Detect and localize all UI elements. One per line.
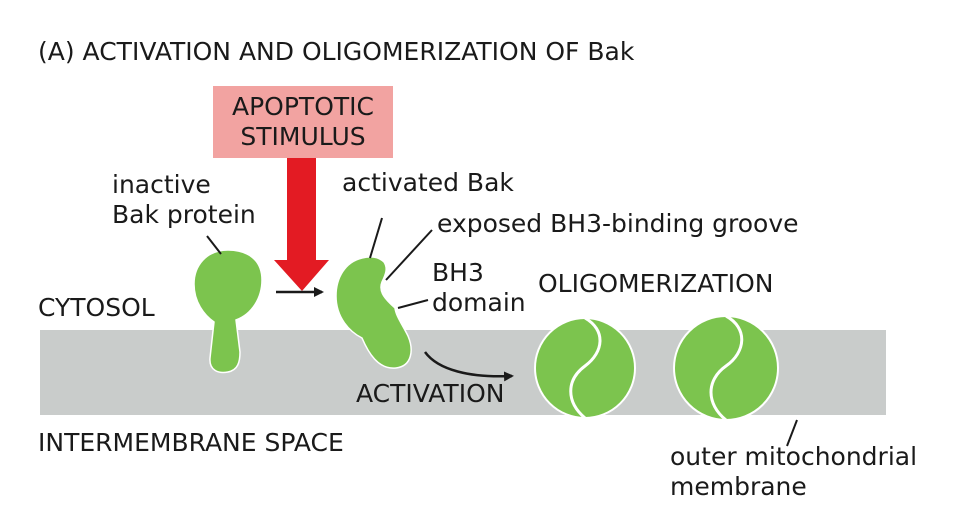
activated-bak-leader xyxy=(369,217,383,259)
groove-leader xyxy=(385,229,433,281)
label-bh3: BH3 xyxy=(432,258,484,287)
label-inactive: inactive xyxy=(112,170,211,199)
label-outer-mitochondrial: outer mitochondrial xyxy=(670,442,917,471)
label-activated-bak: activated Bak xyxy=(342,168,514,197)
label-exposed-groove: exposed BH3-binding groove xyxy=(437,209,799,238)
label-oligomerization: OLIGOMERIZATION xyxy=(538,269,773,298)
bak-oligomer-2 xyxy=(673,314,779,422)
apoptotic-stimulus-box xyxy=(213,86,393,158)
bh3-domain-leader xyxy=(397,299,429,309)
bak-oligomer-1 xyxy=(534,316,636,420)
figure-title: (A) ACTIVATION AND OLIGOMERIZATION OF Ba… xyxy=(38,37,635,66)
inactive-bak-leader xyxy=(206,235,222,255)
activated-bak-protein xyxy=(335,256,412,369)
stimulus-label-line2: STIMULUS xyxy=(240,122,365,151)
outer-membrane-leader xyxy=(786,419,798,447)
label-membrane: membrane xyxy=(670,472,807,501)
oligomerization-curved-arrow xyxy=(423,351,514,382)
inactive-bak-protein xyxy=(193,249,263,374)
label-domain: domain xyxy=(432,288,526,317)
label-cytosol: CYTOSOL xyxy=(38,293,155,322)
stimulus-label-line1: APOPTOTIC xyxy=(232,92,374,121)
stimulus-arrow-shaft xyxy=(287,158,316,262)
label-intermembrane-space: INTERMEMBRANE SPACE xyxy=(38,428,344,457)
label-activation: ACTIVATION xyxy=(356,379,504,408)
stimulus-arrow-head xyxy=(274,260,329,291)
label-bak-protein: Bak protein xyxy=(112,200,256,229)
